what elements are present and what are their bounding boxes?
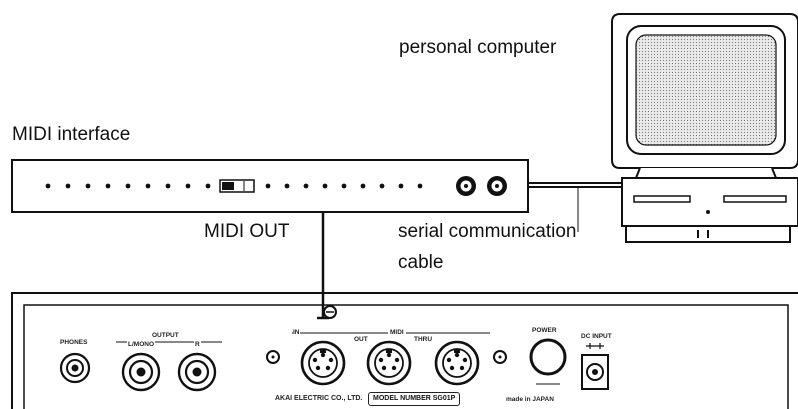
output-l-jack-icon [121, 352, 161, 392]
midi-panel-label: MIDI [388, 329, 406, 336]
midi-interface-box [11, 159, 529, 213]
disk-slot-right [723, 195, 787, 203]
disk-slot-left [633, 195, 691, 203]
serial-cable [528, 182, 622, 232]
midi-in-label: IN [293, 329, 300, 336]
screw-icon [266, 350, 280, 364]
personal-computer [611, 13, 798, 243]
personal-computer-label: personal computer [399, 37, 557, 58]
midi-thru-label: THRU [414, 336, 433, 343]
midi-out-port-icon [366, 340, 412, 386]
midi-in-port-icon [300, 340, 346, 386]
led-dots-left [45, 183, 211, 189]
phones-label: PHONES [60, 339, 88, 346]
midi-out-label: MIDI OUT [204, 221, 290, 242]
led-dots-right [265, 183, 423, 189]
dc-input-label: DC INPUT [581, 333, 612, 340]
serial-cable-label-line2: cable [398, 252, 444, 273]
power-switch-icon [529, 338, 567, 385]
midi-cable [317, 212, 329, 320]
power-label: POWER [532, 327, 557, 334]
din-port-icon [456, 176, 507, 196]
model-number-label: MODEL NUMBER SG01P [368, 392, 461, 406]
manufacturer-label: AKAI ELECTRIC CO., LTD. [275, 395, 363, 402]
screw-icon [493, 350, 507, 364]
monitor-screen [635, 34, 777, 146]
output-label: OUTPUT [150, 332, 181, 339]
midi-thru-port-icon [434, 340, 480, 386]
midi-interface-label: MIDI interface [12, 124, 131, 145]
output-l-label: L/MONO [127, 341, 155, 348]
switch-icon [219, 179, 255, 193]
serial-cable-label-line1: serial communication [398, 221, 577, 242]
dc-input-jack-icon [581, 343, 609, 390]
made-in-label: made in JAPAN [506, 396, 554, 403]
phones-jack-icon [59, 352, 91, 384]
output-r-label: R [194, 341, 201, 348]
midi-out-panel-label: OUT [354, 336, 368, 343]
output-r-jack-icon [177, 352, 217, 392]
